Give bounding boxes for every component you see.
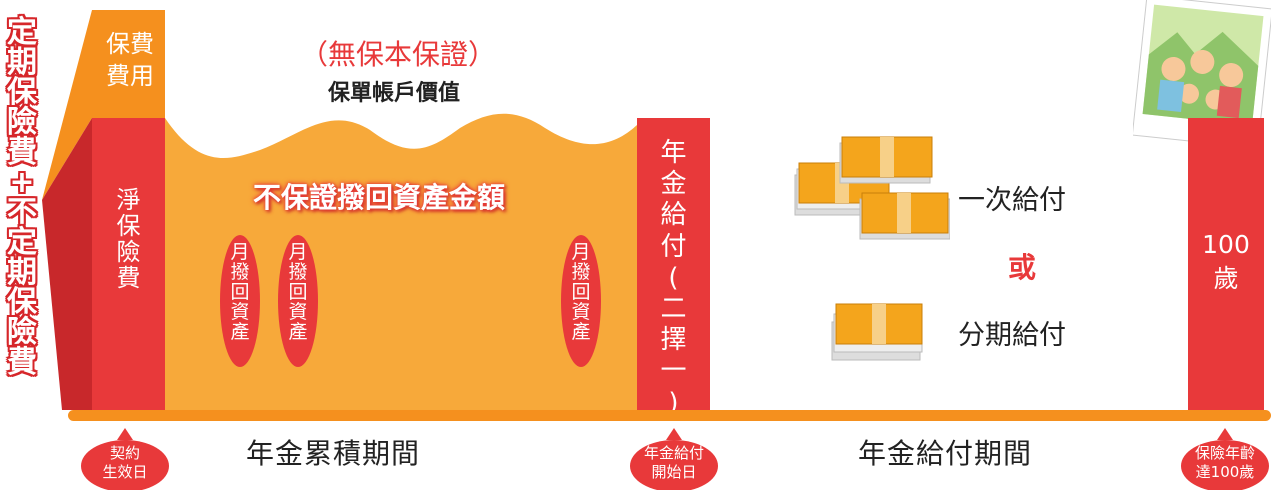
vertical-char: 撥 [230, 260, 250, 283]
annuity-start-box: 年金給付(二擇一) [637, 118, 710, 418]
vertical-char: 擇 [660, 325, 687, 356]
no-guarantee-title: （無保本保證） [300, 38, 497, 71]
vertical-char: 定 [7, 15, 37, 50]
vertical-char: ( [668, 262, 679, 293]
vertical-char: 險 [7, 105, 37, 140]
vertical-char: 費 [116, 263, 141, 292]
vertical-char: 保 [7, 75, 37, 110]
vertical-char: 回 [288, 280, 308, 303]
vertical-char: 付 [660, 231, 687, 262]
vertical-char: 費 [7, 345, 37, 380]
money-stack-small-icon [831, 303, 923, 361]
payment-period-label: 年金給付期間 [858, 437, 1033, 470]
vertical-char: 一 [660, 356, 687, 387]
premium-wedge-orange [42, 10, 92, 200]
monthly-withdraw-oval-2: 月撥回資產 [278, 235, 318, 367]
vertical-char: 險 [7, 315, 37, 350]
withdraw-title: 不保證撥回資產金額 [253, 181, 506, 214]
payment-installment: 分期給付 [958, 320, 1066, 351]
vertical-char: ) [668, 387, 679, 418]
vertical-char: 定 [7, 225, 37, 260]
vertical-char: 年 [660, 138, 687, 168]
vertical-char: 保 [7, 285, 37, 320]
vertical-char: 保 [116, 211, 141, 240]
vertical-char: 回 [571, 280, 591, 303]
vertical-char: 產 [288, 320, 308, 343]
vertical-char: 不 [7, 195, 37, 230]
fee-box: 保費費用 [92, 10, 165, 118]
vertical-char: 資 [571, 300, 591, 323]
vertical-char: 期 [7, 45, 37, 80]
vertical-char: 月 [230, 241, 250, 263]
vertical-char: 給 [660, 200, 687, 231]
annuity-choice-label: 年金給付(二擇一) [637, 138, 710, 419]
vertical-char: 回 [230, 280, 250, 303]
payment-lump-sum: 一次給付 [958, 185, 1066, 216]
vertical-char: 期 [7, 255, 37, 290]
net-premium-box: 淨保險費 [92, 118, 165, 410]
family-photo-icon [1133, 0, 1271, 149]
vertical-char: 金 [660, 169, 687, 200]
monthly-withdraw-oval-1: 月撥回資產 [220, 235, 260, 367]
timeline-bar [68, 410, 1271, 421]
vertical-char: 資 [288, 300, 308, 323]
money-stack-large-icon [794, 136, 950, 240]
vertical-char: 資 [230, 300, 250, 323]
left-vertical-label: 定期保險費+不定期保險費 [2, 18, 42, 378]
vertical-char: 撥 [571, 260, 591, 283]
contract-start-marker: 契約生效日 [80, 428, 170, 490]
vertical-char: 產 [571, 320, 591, 343]
premium-wedge-red [42, 118, 92, 410]
vertical-char: 二 [660, 293, 687, 324]
vertical-char: 月 [571, 241, 591, 263]
annuity-start-marker: 年金給付開始日 [629, 428, 719, 490]
vertical-char: 撥 [288, 260, 308, 283]
vertical-char: 費 [7, 135, 37, 170]
vertical-char: + [9, 165, 35, 200]
vertical-char: 產 [230, 320, 250, 343]
payment-or: 或 [1008, 251, 1037, 284]
vertical-char: 淨 [116, 186, 141, 214]
accumulation-period-label: 年金累積期間 [246, 437, 421, 470]
age-100-marker: 保險年齡達100歲 [1180, 428, 1270, 490]
monthly-withdraw-oval-3: 月撥回資產 [561, 235, 601, 367]
account-value-label: 保單帳戶價值 [328, 81, 461, 106]
net-premium-label: 淨保險費 [92, 186, 165, 292]
vertical-char: 險 [116, 237, 141, 266]
fee-box-label: 保費費用 [106, 30, 154, 91]
vertical-char: 月 [288, 241, 308, 263]
